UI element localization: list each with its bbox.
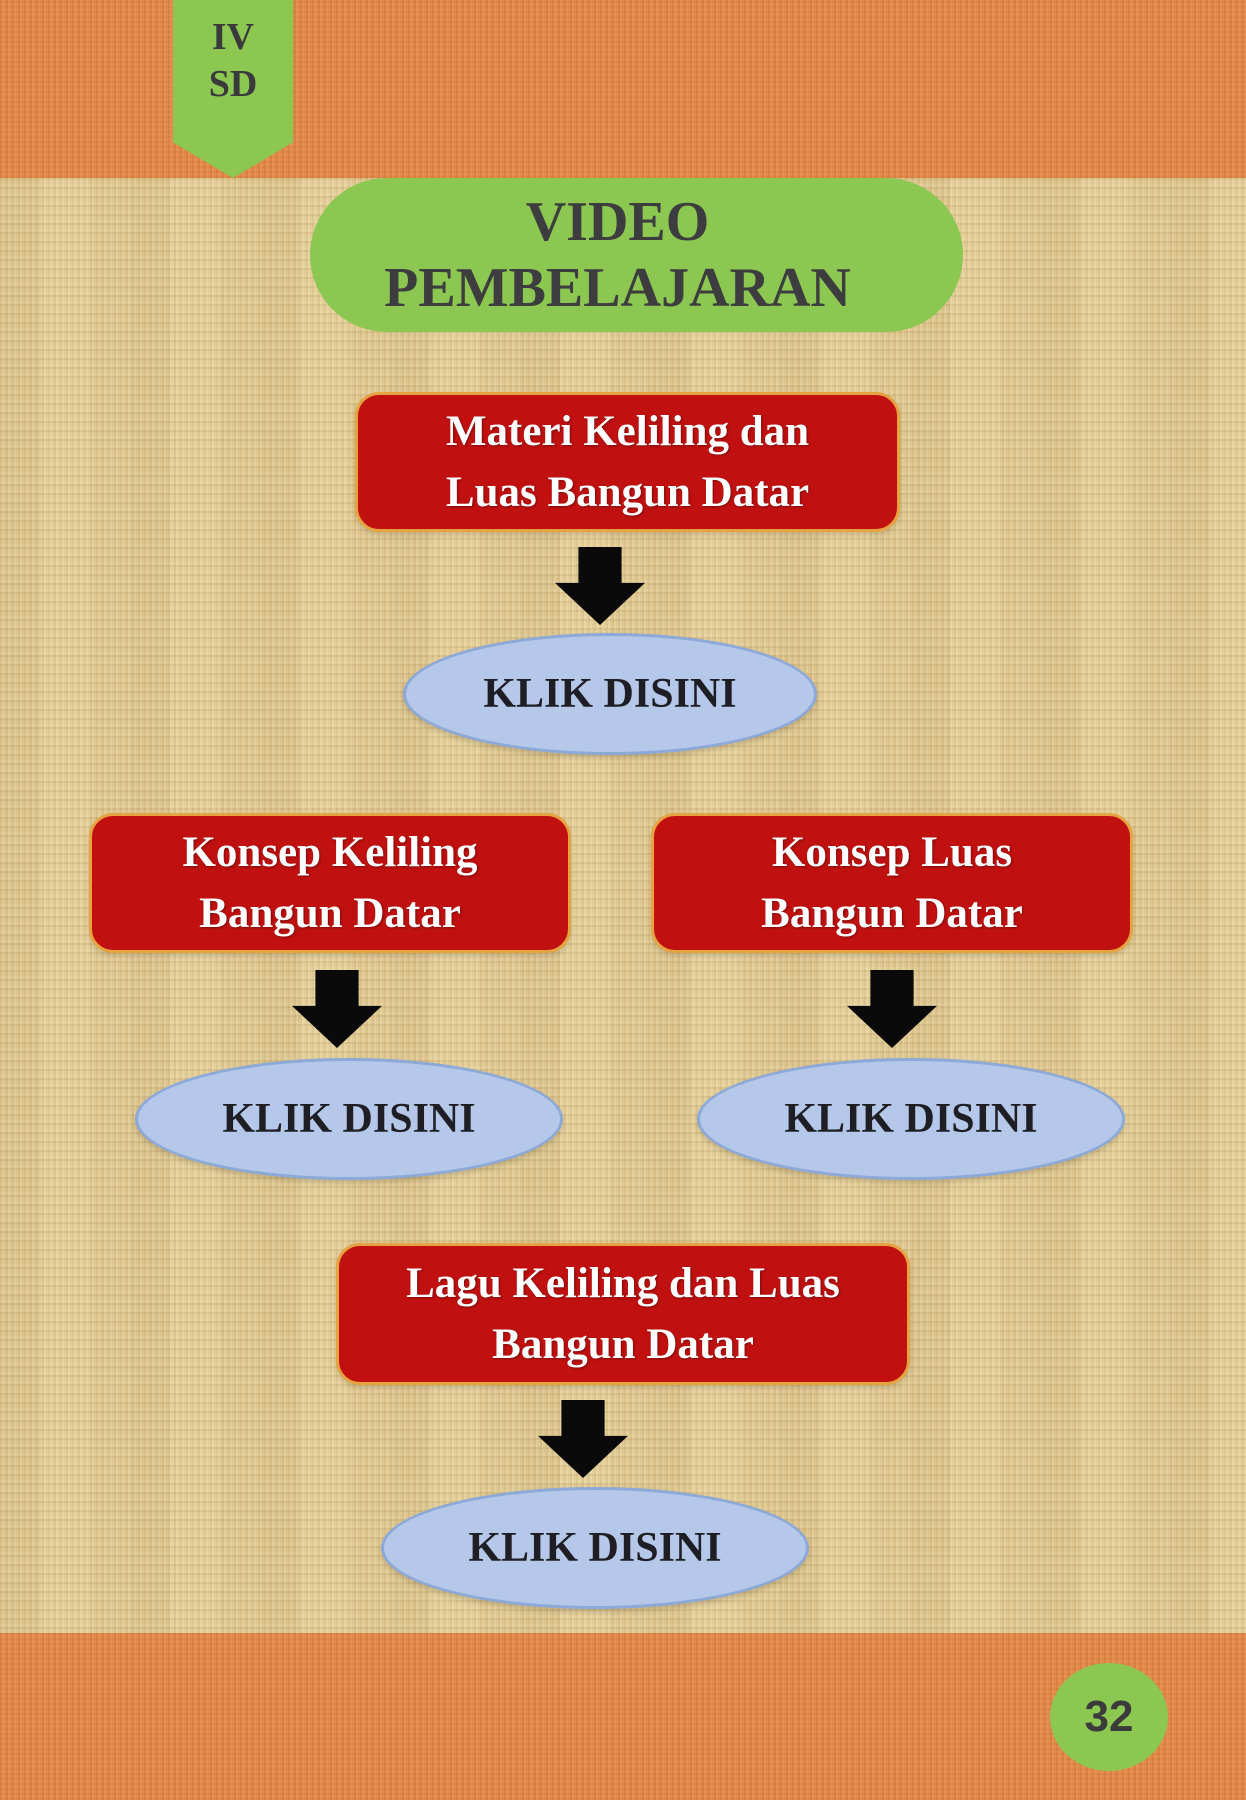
node-label-line: Konsep Luas	[771, 829, 1013, 876]
klik-disini-label: KLIK DISINI	[483, 671, 737, 717]
title-line: VIDEO	[525, 191, 710, 253]
page-number-badge: 32	[1050, 1663, 1168, 1771]
node-lagu-keliling-luas: Lagu Keliling dan Luas Bangun Datar	[336, 1243, 910, 1385]
klik-disini-label: KLIK DISINI	[784, 1096, 1038, 1142]
klik-disini-label: KLIK DISINI	[222, 1096, 476, 1142]
title-line: PEMBELAJARAN	[384, 257, 851, 319]
down-arrow-icon	[538, 1400, 628, 1478]
klik-disini-button-keliling[interactable]: KLIK DISINI	[135, 1058, 563, 1180]
bottom-border-band	[0, 1633, 1246, 1800]
klik-disini-button-lagu[interactable]: KLIK DISINI	[381, 1487, 809, 1609]
node-label-line: Materi Keliling dan	[445, 408, 810, 455]
node-label-line: Bangun Datar	[761, 890, 1023, 937]
grade-badge: IV SD	[173, 0, 293, 178]
down-arrow-icon	[847, 970, 937, 1048]
klik-disini-button-luas[interactable]: KLIK DISINI	[697, 1058, 1125, 1180]
page-number: 32	[1084, 1692, 1134, 1741]
page-title: VIDEO PEMBELAJARAN	[384, 189, 851, 321]
grade-badge-line: SD	[208, 63, 258, 105]
title-banner: VIDEO PEMBELAJARAN	[310, 178, 963, 332]
down-arrow-icon	[292, 970, 382, 1048]
node-label-line: Bangun Datar	[199, 890, 461, 937]
node-label-line: Bangun Datar	[492, 1321, 754, 1368]
node-label-line: Luas Bangun Datar	[445, 469, 810, 516]
node-label-line: Konsep Keliling	[182, 829, 478, 876]
klik-disini-button-materi[interactable]: KLIK DISINI	[403, 633, 817, 755]
grade-badge-line: IV	[211, 16, 255, 58]
klik-disini-label: KLIK DISINI	[468, 1525, 722, 1571]
node-konsep-keliling: Konsep Keliling Bangun Datar	[89, 813, 571, 953]
node-konsep-luas: Konsep Luas Bangun Datar	[651, 813, 1133, 953]
node-materi-keliling-luas: Materi Keliling dan Luas Bangun Datar	[355, 392, 900, 532]
down-arrow-icon	[555, 547, 645, 625]
node-label-line: Lagu Keliling dan Luas	[406, 1260, 840, 1307]
